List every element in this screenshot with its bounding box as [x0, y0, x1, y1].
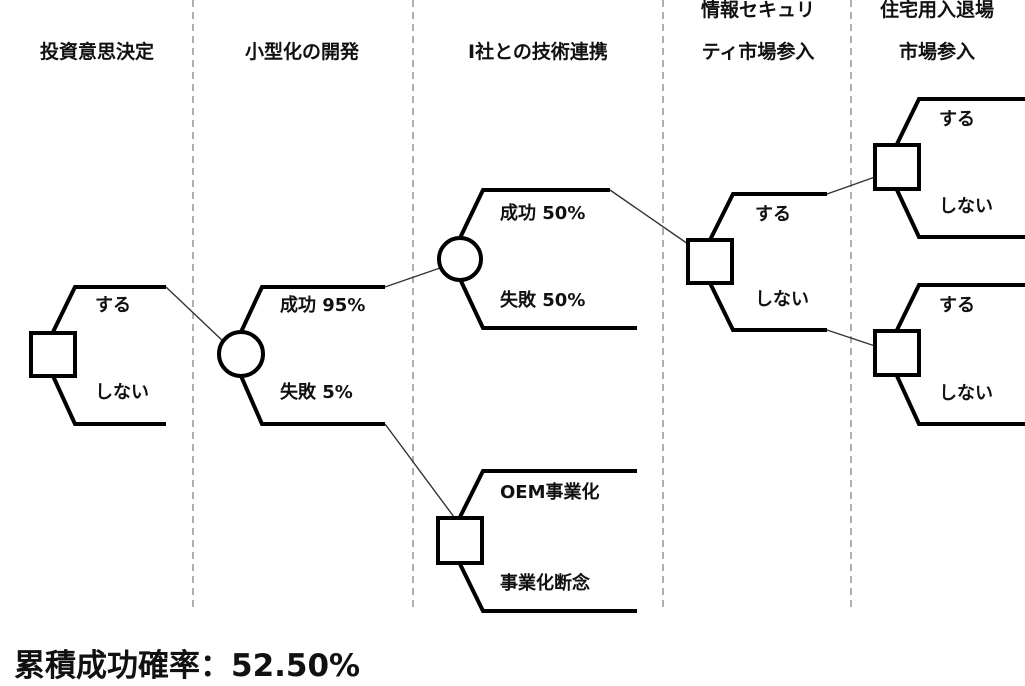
label-oem-commercialize: OEM事業化 [500, 481, 600, 503]
branch-oem-commercialize [458, 469, 637, 518]
label-invest-no: しない [95, 382, 149, 403]
branch-miniaturization-failure [239, 375, 385, 426]
decision-node-oem [436, 516, 484, 565]
decision-node-residential-a [873, 143, 921, 191]
branch-invest-no [51, 375, 166, 426]
connector-security-yes-to-residential-a [826, 176, 876, 195]
branch-labels: する しない 成功 95% 失敗 5% 成功 50% 失敗 50% OEM事業化… [95, 109, 993, 594]
label-residential-a-no: しない [939, 196, 993, 217]
branch-security-yes [708, 192, 827, 241]
branch-security-no [708, 282, 827, 332]
branch-residential-a-yes [895, 97, 1025, 145]
label-alliance-success: 成功 50% [500, 202, 585, 224]
label-miniaturization-failure: 失敗 5% [280, 381, 353, 403]
branch-residential-b-no [895, 375, 1025, 426]
column-title-miniaturization: 小型化の開発 [245, 40, 360, 63]
branch-miniaturization-success [239, 285, 385, 333]
connector-failure-to-oem [384, 423, 455, 518]
connector-success-to-alliance [384, 267, 441, 288]
column-title-alliance: I社との技術連携 [468, 40, 608, 63]
nodes [29, 143, 921, 565]
column-title-invest: 投資意思決定 [40, 40, 154, 63]
branch-residential-b-yes [895, 283, 1025, 331]
column-title-residential-line2: 市場参入 [899, 40, 975, 63]
label-alliance-failure: 失敗 50% [500, 289, 585, 311]
connector-security-no-to-residential-b [826, 329, 876, 347]
decision-node-invest [29, 331, 77, 378]
label-security-yes: する [755, 204, 791, 225]
decision-node-residential-b [873, 329, 921, 377]
label-residential-b-no: しない [939, 383, 993, 404]
connector-alliance-success-to-security [609, 189, 689, 245]
branch-alliance-success [458, 188, 610, 239]
chance-node-miniaturization [217, 330, 265, 378]
label-residential-a-yes: する [939, 109, 975, 130]
branch-oem-abandon [458, 563, 637, 613]
connectors [165, 176, 876, 518]
column-title-security-line2: ティ市場参入 [702, 40, 815, 63]
column-title-security-line1: 情報セキュリ [701, 0, 815, 21]
connector-invest-to-miniaturization [165, 286, 226, 344]
cumulative-success-probability: 累積成功確率：52.50% [14, 648, 360, 684]
column-dividers [192, 0, 852, 612]
branch-residential-a-no [895, 189, 1025, 239]
label-residential-b-yes: する [939, 295, 975, 316]
branches [51, 97, 1025, 613]
decision-node-security [686, 238, 734, 285]
branch-alliance-failure [458, 278, 637, 330]
label-invest-yes: する [95, 295, 131, 316]
label-security-no: しない [755, 289, 809, 310]
column-title-residential-line1: 住宅用入退場 [880, 0, 994, 21]
label-oem-abandon: 事業化断念 [500, 572, 590, 594]
branch-invest-yes [51, 285, 166, 333]
label-miniaturization-success: 成功 95% [280, 294, 365, 316]
column-headers: 投資意思決定 小型化の開発 I社との技術連携 情報セキュリ ティ市場参入 住宅用… [40, 0, 994, 63]
chance-node-alliance [437, 236, 483, 282]
